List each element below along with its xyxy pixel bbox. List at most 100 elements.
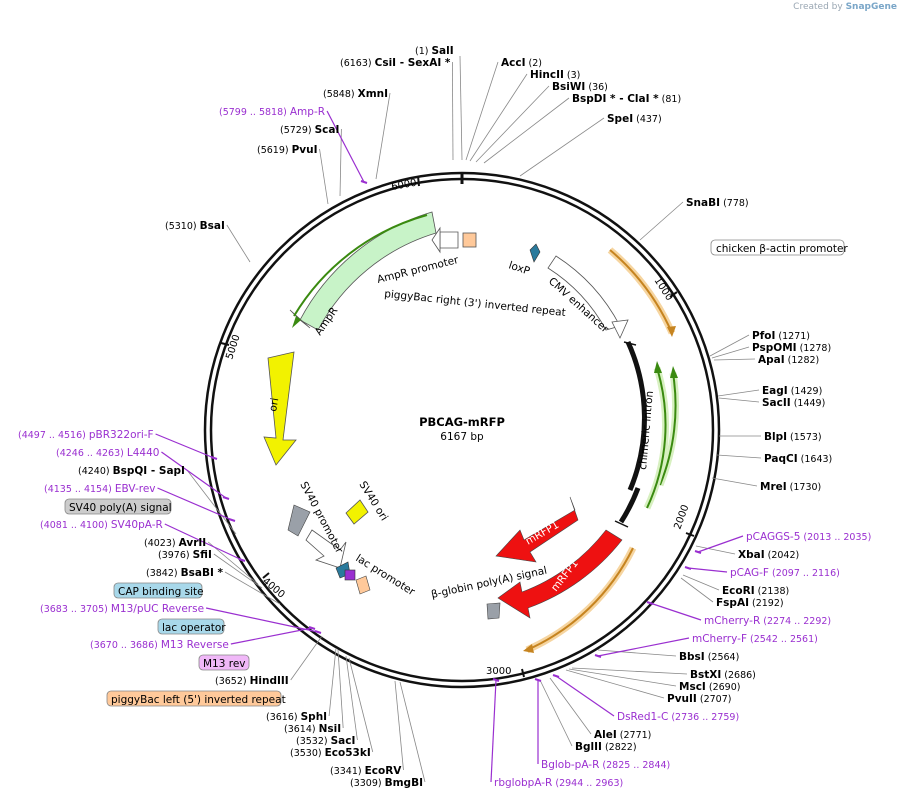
site-leader-bsiwi: [475, 85, 550, 163]
site-leader-nsii: [337, 649, 344, 729]
plasmid-name: PBCAG-mRFP: [419, 415, 505, 429]
primer-position: (3683 .. 3705): [40, 604, 111, 615]
site-leader-sfii: [213, 553, 263, 589]
site-name: SacI: [331, 735, 356, 747]
primer-leader-dsred1-c: [555, 675, 615, 717]
site-name: BglII: [575, 741, 602, 753]
site-label-saci: (3532) SacI: [296, 735, 355, 747]
lac-primer-block: [344, 569, 356, 581]
site-label-bglii: BglII (2822): [575, 741, 637, 753]
loxp-icon: [529, 243, 541, 263]
chimeric-start-tick: [623, 341, 637, 346]
site-name: EagI: [762, 385, 788, 397]
tick-label-3000: 3000: [486, 666, 511, 677]
piggybac-right-box: [462, 232, 477, 248]
site-leader-pspomi: [711, 346, 750, 359]
site-label-eco53ki: (3530) Eco53kI: [290, 747, 371, 759]
primer-name: M13 Reverse: [161, 639, 229, 651]
site-leader-alei: [549, 677, 592, 735]
site-label-mrei: MreI (1730): [760, 481, 821, 493]
site-position: (2707): [697, 694, 732, 705]
green-arc-inner: [646, 367, 667, 509]
site-label-snabi: SnaBI (778): [686, 197, 749, 209]
primer-binding-mark-amp-r: [360, 180, 368, 184]
primer-leader-mcherry-r: [649, 602, 702, 621]
site-name: MreI: [760, 481, 787, 493]
site-leader-eagi: [717, 389, 760, 397]
primer-label-pcaggs-5: pCAGGS-5 (2013 .. 2035): [746, 531, 871, 543]
site-leader-mrei: [711, 477, 758, 487]
site-leader-fspai: [680, 577, 714, 603]
site-label-bsai: (5310) BsaI: [165, 220, 225, 232]
site-leader-sacii: [718, 397, 760, 403]
primer-leader-pbr322ori-f: [155, 433, 215, 459]
site-name: HincII: [530, 69, 564, 81]
site-position: (3309): [350, 778, 385, 789]
primer-position: (2825 .. 2844): [599, 760, 670, 771]
chimeric-intron-label: chimeric intron: [637, 390, 656, 470]
site-label-ecori: EcoRI (2138): [722, 585, 789, 597]
site-label-blpi: BlpI (1573): [764, 431, 822, 443]
site-position: (3530): [290, 748, 325, 759]
ampr-promoter-arrow-icon: [431, 226, 441, 254]
site-label-avrii: (4023) AvrII: [144, 537, 206, 549]
site-leader-acci: [465, 61, 499, 161]
primer-position: (4246 .. 4263): [56, 448, 127, 459]
watermark-prefix: Created by: [793, 2, 843, 12]
tick-label-2000: 2000: [672, 503, 691, 531]
site-name: EcoRV: [365, 765, 403, 777]
site-leader-pfoi: [709, 334, 750, 357]
site-position: (2564): [705, 652, 740, 663]
site-leader-scai: [339, 128, 342, 197]
cmv-enhancer-feature: [547, 255, 621, 331]
tick-4000: [262, 572, 270, 579]
loxp-label: loxP: [507, 259, 531, 277]
site-position: (1449): [791, 398, 826, 409]
site-name: BmgBI: [385, 777, 423, 789]
site-leader-sali: [459, 55, 463, 161]
site-position: (81): [659, 94, 682, 105]
site-position: (3614): [284, 724, 319, 735]
primer-name: Amp-R: [290, 106, 325, 118]
primer-label-ebv-rev: (4135 .. 4154) EBV-rev: [44, 483, 156, 495]
primer-position: (2736 .. 2759): [668, 712, 739, 723]
lac-operator-box: [157, 618, 225, 635]
tick-label-6000: 6000: [391, 178, 418, 193]
primer-binding-mark-dsred1-c: [552, 674, 560, 678]
m13-rev-box: [198, 654, 250, 671]
sv40-polya-box: [64, 498, 172, 515]
green-arc-outer-arrow-icon: [670, 366, 678, 378]
primer-label-m13-puc-reverse: (3683 .. 3705) M13/pUC Reverse: [40, 603, 204, 615]
site-label-xmni: (5848) XmnI: [323, 88, 388, 100]
site-label-bsiwi: BsiWI (36): [552, 81, 608, 93]
site-leader-avrii: [207, 541, 259, 585]
primer-leader-m13-reverse: [230, 627, 313, 645]
site-position: (4023): [144, 538, 179, 549]
bglobin-polya-feature: [486, 602, 501, 620]
lower-orange-arrow-icon: [523, 644, 534, 653]
chicken-promoter-arrow-icon: [667, 326, 676, 337]
site-label-alei: AleI (2771): [594, 729, 651, 741]
site-label-msci: MscI (2690): [679, 681, 740, 693]
site-name: HindIII: [250, 675, 289, 687]
site-position: (3532): [296, 736, 331, 747]
primer-name: pBR322ori-F: [89, 429, 154, 441]
site-name: BlpI: [764, 431, 787, 443]
site-name: PvuII: [667, 693, 697, 705]
site-label-sfii: (3976) SfiI: [158, 549, 212, 561]
site-label-bsabi: (3842) BsaBI *: [146, 567, 224, 579]
site-name: SfiI: [193, 549, 212, 561]
tick-1000: [669, 291, 678, 298]
site-label-csii-sexai: (6163) CsiI - SexAI *: [340, 57, 451, 69]
cap-binding-box: [113, 582, 203, 599]
site-leader-ecori: [682, 574, 720, 591]
ori-label: ori: [267, 397, 281, 413]
site-leader-bbsi: [597, 649, 677, 657]
site-position: (3976): [158, 550, 193, 561]
piggybac-left-label: piggyBac left (5') inverted repeat: [111, 694, 286, 706]
primer-name: DsRed1-C: [617, 711, 668, 723]
tick-2000: [685, 532, 695, 537]
site-position: (3842): [146, 568, 181, 579]
